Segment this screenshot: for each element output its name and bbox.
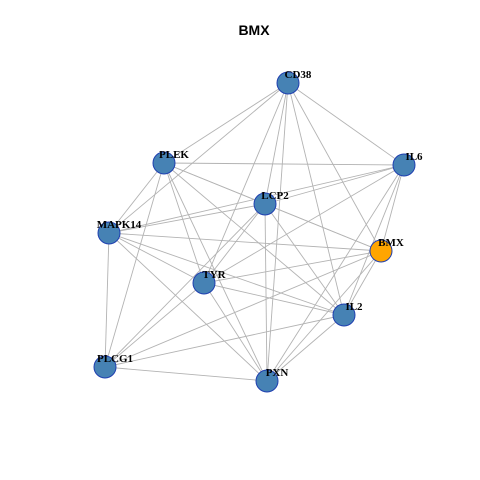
- node-plek[interactable]: PLEK: [152, 149, 189, 175]
- edge-bmx-pxn: [266, 250, 382, 382]
- node-bmx[interactable]: BMX: [369, 237, 404, 263]
- node-label-pxn: PXN: [266, 367, 289, 379]
- edge-tyr-il2: [203, 282, 345, 316]
- edge-cd38-plek: [163, 82, 289, 164]
- edge-lcp2-pxn: [264, 203, 268, 382]
- node-circle-il6[interactable]: [392, 153, 416, 177]
- node-circle-il2[interactable]: [332, 303, 356, 327]
- edge-il6-tyr: [203, 164, 405, 284]
- node-label-bmx: BMX: [378, 237, 404, 249]
- node-circle-tyr[interactable]: [192, 271, 216, 295]
- node-mapk14[interactable]: MAPK14: [97, 219, 142, 245]
- edge-plcg1-pxn: [104, 366, 268, 382]
- node-label-mapk14: MAPK14: [97, 219, 142, 231]
- node-label-lcp2: LCP2: [261, 190, 289, 202]
- edge-il6-pxn: [266, 164, 405, 382]
- node-label-tyr: TYR: [202, 269, 226, 281]
- node-lcp2[interactable]: LCP2: [253, 190, 289, 216]
- edge-lcp2-bmx: [264, 203, 382, 252]
- edge-plek-pxn: [163, 162, 268, 382]
- edge-il2-plcg1: [104, 314, 345, 368]
- node-label-plek: PLEK: [159, 149, 189, 161]
- edge-mapk14-plcg1: [104, 232, 110, 368]
- edge-mapk14-tyr: [108, 232, 205, 284]
- edge-plek-il6: [163, 162, 405, 166]
- edge-bmx-tyr: [203, 250, 382, 284]
- node-plcg1[interactable]: PLCG1: [93, 353, 133, 379]
- edge-plek-mapk14: [108, 162, 165, 234]
- diagram-title: BMX: [238, 22, 270, 38]
- edge-tyr-pxn: [203, 282, 268, 382]
- edge-cd38-lcp2: [264, 82, 289, 205]
- node-il2[interactable]: IL2: [332, 301, 363, 327]
- node-circle-plek[interactable]: [152, 151, 176, 175]
- edge-plek-il2: [163, 162, 345, 316]
- edge-cd38-bmx: [287, 82, 382, 252]
- edge-bmx-il2: [343, 250, 382, 316]
- node-label-cd38: CD38: [285, 69, 312, 81]
- node-label-plcg1: PLCG1: [97, 353, 133, 365]
- edge-il6-lcp2: [264, 164, 405, 205]
- edge-il6-il2: [343, 164, 405, 316]
- node-tyr[interactable]: TYR: [192, 269, 227, 295]
- edge-bmx-plcg1: [104, 250, 382, 368]
- node-circle-lcp2[interactable]: [253, 192, 277, 216]
- edge-mapk14-bmx: [108, 232, 382, 252]
- edge-mapk14-pxn: [108, 232, 268, 382]
- edge-cd38-il6: [287, 82, 405, 166]
- node-label-il2: IL2: [345, 301, 363, 313]
- node-circle-plcg1[interactable]: [93, 355, 117, 379]
- edge-plek-tyr: [163, 162, 205, 284]
- edge-plek-plcg1: [104, 162, 165, 368]
- node-label-il6: IL6: [405, 151, 423, 163]
- node-cd38[interactable]: CD38: [276, 69, 312, 95]
- node-circle-cd38[interactable]: [276, 71, 300, 95]
- edge-il6-bmx: [380, 164, 405, 252]
- edge-lcp2-mapk14: [108, 203, 266, 234]
- edge-cd38-il2: [287, 82, 345, 316]
- edge-cd38-tyr: [203, 82, 289, 284]
- node-pxn[interactable]: PXN: [255, 367, 289, 393]
- node-circle-mapk14[interactable]: [97, 221, 121, 245]
- node-circle-bmx[interactable]: [369, 239, 393, 263]
- edge-lcp2-il2: [264, 203, 345, 316]
- node-circle-pxn[interactable]: [255, 369, 279, 393]
- edge-tyr-plcg1: [104, 282, 205, 368]
- edge-mapk14-il2: [108, 232, 345, 316]
- edge-il2-pxn: [266, 314, 345, 382]
- edge-layer: [104, 82, 405, 382]
- edge-lcp2-plcg1: [104, 203, 266, 368]
- edge-cd38-mapk14: [108, 82, 289, 234]
- node-il6[interactable]: IL6: [392, 151, 423, 177]
